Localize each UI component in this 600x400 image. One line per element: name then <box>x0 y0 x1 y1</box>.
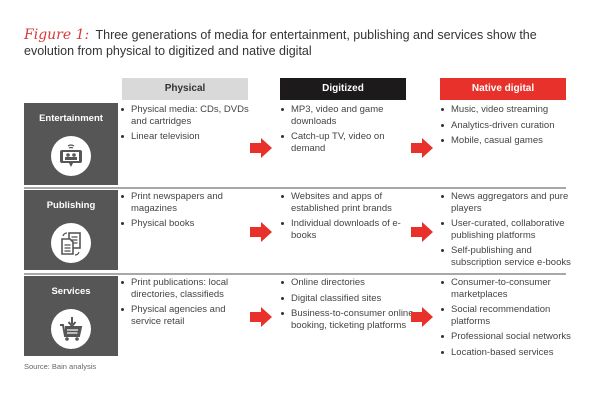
cell-entertainment-native: Music, video streaming Analytics-driven … <box>440 104 580 151</box>
arrow-right-icon <box>250 138 272 158</box>
row-label-publishing: Publishing <box>24 190 118 270</box>
list-item: Digital classified sites <box>280 293 415 305</box>
cell-publishing-physical: Print newspapers and magazines Physical … <box>120 191 250 234</box>
figure-title: Figure 1: Three generations of media for… <box>24 27 584 59</box>
list-item: Social recommendation platforms <box>440 304 580 327</box>
list-item: Music, video streaming <box>440 104 580 116</box>
list-item: Physical books <box>120 218 250 230</box>
list-item: Websites and apps of established print b… <box>280 191 415 214</box>
row-label-entertainment: Entertainment <box>24 103 118 185</box>
cell-entertainment-digitized: MP3, video and game downloads Catch-up T… <box>280 104 410 158</box>
video-phone-icon <box>51 136 91 176</box>
figure-label: Figure 1: <box>24 27 90 43</box>
shopping-cart-download-icon <box>51 309 91 349</box>
list-item: Self-publishing and subscription service… <box>440 245 580 268</box>
cell-services-digitized: Online directories Digital classified si… <box>280 277 415 335</box>
list-item: Consumer-to-consumer marketplaces <box>440 277 580 300</box>
source-note: Source: Bain analysis <box>24 362 97 371</box>
list-item: Linear television <box>120 131 250 143</box>
column-header-digitized: Digitized <box>280 78 406 100</box>
row-label-text: Services <box>51 286 91 297</box>
list-item: Print publications: local directories, c… <box>120 277 255 300</box>
arrow-right-icon <box>411 307 433 327</box>
list-item: Location-based services <box>440 347 580 359</box>
list-item: Individual downloads of e-books <box>280 218 415 241</box>
row-label-services: Services <box>24 276 118 356</box>
row-label-text: Entertainment <box>39 113 103 124</box>
list-item: Print newspapers and magazines <box>120 191 250 214</box>
arrow-right-icon <box>411 138 433 158</box>
figure-title-text: Three generations of media for entertain… <box>24 28 537 58</box>
arrow-right-icon <box>250 307 272 327</box>
column-header-physical: Physical <box>122 78 248 100</box>
cell-publishing-native: News aggregators and pure players User-c… <box>440 191 580 272</box>
arrow-right-icon <box>250 222 272 242</box>
list-item: Business-to-consumer online booking, tic… <box>280 308 415 331</box>
list-item: Physical agencies and service retail <box>120 304 255 327</box>
cell-publishing-digitized: Websites and apps of established print b… <box>280 191 415 245</box>
list-item: Analytics-driven curation <box>440 120 580 132</box>
row-label-text: Publishing <box>46 200 96 211</box>
column-header-native-digital: Native digital <box>440 78 566 100</box>
cell-services-physical: Print publications: local directories, c… <box>120 277 255 331</box>
cell-services-native: Consumer-to-consumer marketplaces Social… <box>440 277 580 362</box>
row-separator <box>24 187 566 189</box>
cell-entertainment-physical: Physical media: CDs, DVDs and cartridges… <box>120 104 250 147</box>
list-item: MP3, video and game downloads <box>280 104 410 127</box>
list-item: Catch-up TV, video on demand <box>280 131 410 154</box>
list-item: Mobile, casual games <box>440 135 580 147</box>
documents-exchange-icon <box>51 223 91 263</box>
list-item: News aggregators and pure players <box>440 191 580 214</box>
list-item: Online directories <box>280 277 415 289</box>
row-separator <box>24 273 566 275</box>
list-item: Physical media: CDs, DVDs and cartridges <box>120 104 250 127</box>
list-item: Professional social networks <box>440 331 580 343</box>
arrow-right-icon <box>411 222 433 242</box>
list-item: User-curated, collaborative publishing p… <box>440 218 580 241</box>
